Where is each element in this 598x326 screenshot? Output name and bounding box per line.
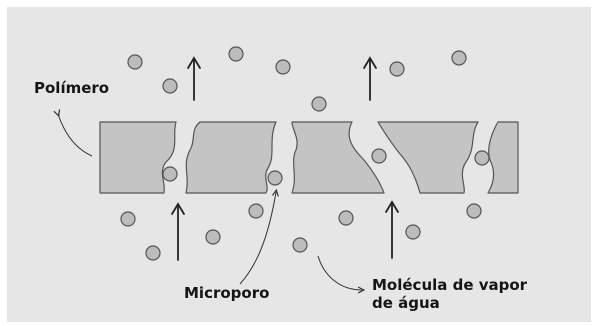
water-vapor-molecule-icon: [229, 47, 243, 61]
water-vapor-molecule-label: Molécula de vapor de água: [372, 276, 527, 312]
polymer-membrane: [100, 122, 518, 193]
water-vapor-molecule-icon: [293, 238, 307, 252]
water-vapor-molecule-icon: [452, 51, 466, 65]
water-vapor-molecule-icon: [121, 212, 135, 226]
water-vapor-molecule-icon: [339, 211, 353, 225]
water-vapor-molecule-icon: [390, 62, 404, 76]
molecule-label-line-2: de água: [372, 294, 527, 312]
polymer-label: Polímero: [34, 80, 109, 97]
water-vapor-molecule-icon: [128, 55, 142, 69]
polymer-block: [186, 122, 276, 193]
water-vapor-molecule-icon: [312, 97, 326, 111]
water-vapor-molecule-icon: [163, 79, 177, 93]
water-vapor-molecule-icon: [163, 167, 177, 181]
water-vapor-molecule-icon: [146, 246, 160, 260]
water-vapor-molecule-icon: [475, 151, 489, 165]
water-vapor-molecule-icon: [268, 171, 282, 185]
water-vapor-molecule-icon: [467, 204, 481, 218]
water-vapor-molecule-icon: [276, 60, 290, 74]
water-vapor-molecule-icon: [406, 225, 420, 239]
water-vapor-molecule-icon: [372, 149, 386, 163]
water-vapor-molecule-icon: [206, 230, 220, 244]
micropore-label: Microporo: [184, 285, 269, 302]
molecule-label-line-1: Molécula de vapor: [372, 276, 527, 294]
water-vapor-molecule-icon: [249, 204, 263, 218]
polymer-block: [488, 122, 518, 193]
